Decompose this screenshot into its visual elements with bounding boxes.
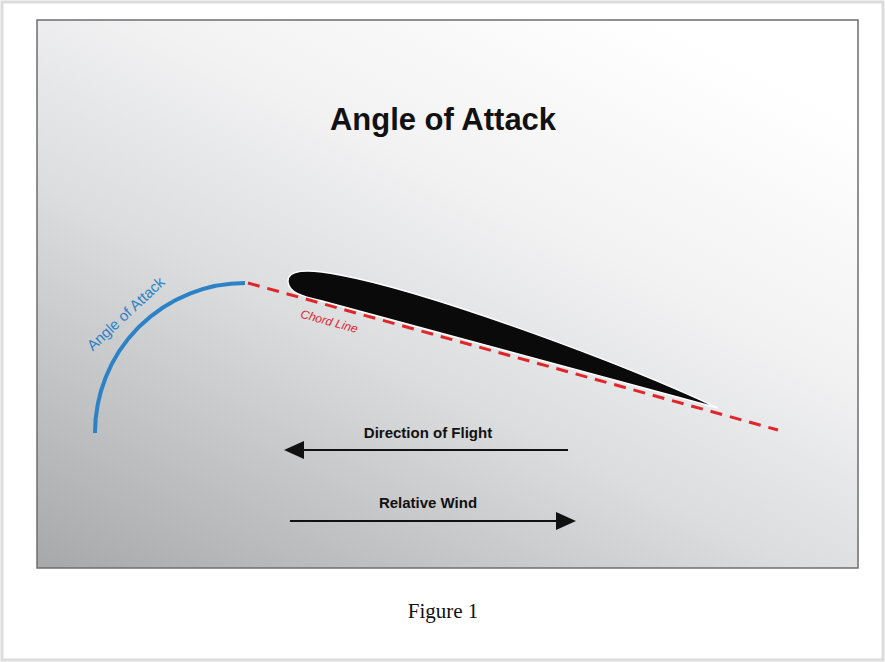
angle-arc [95, 283, 245, 433]
panel [37, 20, 858, 568]
airfoil [288, 271, 718, 408]
caption: Figure 1 [408, 600, 479, 623]
arrowhead [556, 512, 576, 530]
arrowhead [284, 441, 304, 459]
title: Angle of Attack [330, 103, 556, 137]
wind-arrow [290, 520, 560, 522]
chord-line [248, 283, 778, 430]
arrow-label: Direction of Flight [364, 425, 492, 442]
arrow-label: Relative Wind [379, 495, 477, 512]
flight-arrow [300, 449, 568, 451]
